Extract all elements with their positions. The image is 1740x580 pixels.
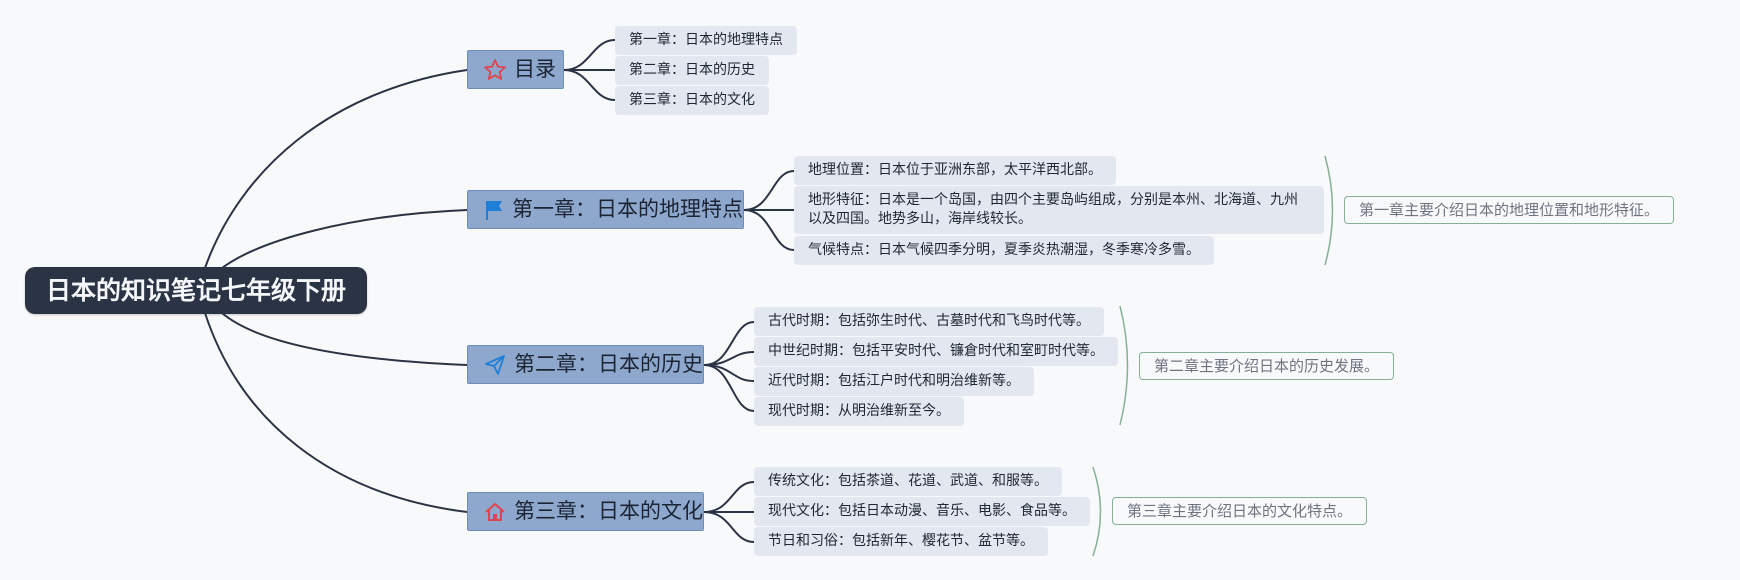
chapter-1-summary[interactable]: 第一章主要介绍日本的地理位置和地形特征。 [1344,196,1675,224]
chapter-2-item-2[interactable]: 中世纪时期：包括平安时代、镰倉时代和室町时代等。 [754,337,1118,366]
chapter-1-item-2[interactable]: 地形特征：日本是一个岛国，由四个主要岛屿组成，分别是本州、北海道、九州以及四国。… [794,186,1324,234]
topic-chapter-1[interactable]: 第一章：日本的地理特点 [467,190,744,229]
toc-child-connector-3 [563,69,616,101]
root-connector-toc [204,69,468,269]
ch2-summary-bracket [1119,305,1129,426]
chapter-3-item-2[interactable]: 现代文化：包括日本动漫、音乐、电影、食品等。 [754,497,1090,526]
chapter-2-item-3[interactable]: 近代时期：包括江户时代和明治维新等。 [754,367,1034,396]
topic-label: 第二章：日本的历史 [514,352,703,376]
chapter-3-summary[interactable]: 第三章主要介绍日本的文化特点。 [1112,497,1368,525]
flag-icon [482,197,506,223]
root-connector-ch2 [221,312,468,366]
ch1-child-connector-1 [743,170,795,211]
chapter-3-item-1[interactable]: 传统文化：包括茶道、花道、武道、和服等。 [754,467,1062,496]
chapter-1-item-1[interactable]: 地理位置：日本位于亚洲东部，太平洋西北部。 [794,156,1116,185]
ch1-child-connector-3 [743,209,795,251]
ch3-summary-bracket [1092,466,1102,557]
root-connector-ch1 [221,209,468,269]
chapter-2-summary[interactable]: 第二章主要介绍日本的历史发展。 [1139,352,1395,380]
root-topic[interactable]: 日本的知识笔记七年级下册 [25,267,367,314]
ch3-child-connector-1 [703,481,755,513]
toc-item-1[interactable]: 第一章：日本的地理特点 [615,26,797,55]
topic-label: 目录 [514,57,556,81]
toc-item-3[interactable]: 第三章：日本的文化 [615,86,769,115]
paper-plane-icon [482,352,508,378]
root-connector-ch3 [204,312,468,513]
chapter-2-item-1[interactable]: 古代时期：包括弥生时代、古墓时代和飞鸟时代等。 [754,307,1104,336]
toc-child-connector-1 [563,39,616,71]
topic-label: 第一章：日本的地理特点 [512,197,743,221]
ch3-child-connector-3 [703,511,755,543]
chapter-3-item-3[interactable]: 节日和习俗：包括新年、樱花节、盆节等。 [754,527,1048,556]
topic-chapter-2[interactable]: 第二章：日本的历史 [467,345,704,384]
topic-toc[interactable]: 目录 [467,50,564,89]
home-icon [482,499,508,525]
topic-label: 第三章：日本的文化 [514,499,703,523]
ch1-summary-bracket [1324,155,1334,266]
chapter-1-item-3[interactable]: 气候特点：日本气候四季分明，夏季炎热潮湿，冬季寒冷多雪。 [794,236,1214,265]
star-icon [482,57,508,83]
topic-chapter-3[interactable]: 第三章：日本的文化 [467,492,704,531]
ch2-child-connector-4 [703,364,755,412]
chapter-2-item-4[interactable]: 现代时期：从明治维新至今。 [754,397,964,426]
toc-item-2[interactable]: 第二章：日本的历史 [615,56,769,85]
ch2-child-connector-3 [703,364,755,382]
